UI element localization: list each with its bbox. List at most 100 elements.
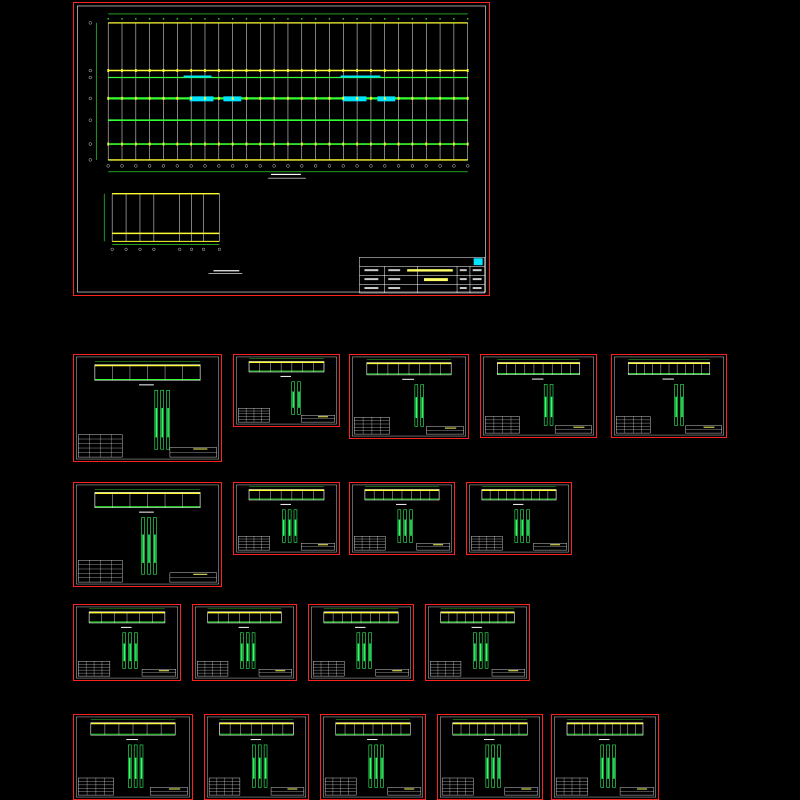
grid-axis-bubble: [244, 164, 249, 168]
section-detail: [291, 381, 295, 415]
grid-axis-bubble: [300, 164, 304, 168]
detail-sheet-drawing: [469, 484, 569, 553]
column-stub: [245, 96, 248, 100]
section-detail: [251, 632, 256, 669]
detail-sheet-drawing: [76, 716, 190, 798]
detail-sheet[interactable]: [308, 604, 414, 681]
section-detail-fill: [369, 643, 371, 662]
section-detail-fill: [253, 757, 255, 779]
section-detail-fill: [363, 643, 365, 662]
detail-sheet-drawing: [439, 716, 541, 798]
column-stub: [217, 69, 220, 73]
detail-sheet[interactable]: [233, 482, 340, 555]
inner-frame: [322, 716, 424, 798]
column-stub: [107, 142, 110, 146]
grid-axis-bubble: [106, 164, 110, 168]
inner-frame: [614, 356, 724, 436]
detail-sheet-drawing: [352, 484, 452, 553]
section-detail-fill: [155, 407, 158, 438]
row-axis-bubble: [88, 118, 92, 122]
grid-axis-bubble: [258, 164, 262, 168]
detail-sheet[interactable]: [73, 482, 222, 587]
section-detail: [166, 389, 170, 450]
detail-sheet[interactable]: [233, 354, 340, 427]
column-stub: [314, 96, 317, 100]
detail-sheet[interactable]: [73, 714, 193, 800]
title-block-name: [275, 670, 286, 672]
detail-sheet[interactable]: [320, 714, 426, 800]
beam-caption: [139, 384, 154, 386]
section-detail-fill: [154, 534, 156, 563]
detail-sheet[interactable]: [204, 714, 309, 800]
column-stub: [300, 69, 303, 73]
section-detail: [485, 744, 490, 788]
section-detail: [420, 384, 424, 427]
column-stub: [439, 142, 441, 146]
column-stub: [217, 96, 220, 100]
detail-sheet-drawing: [352, 356, 466, 437]
beam-elevation-outline: [207, 611, 282, 624]
section-detail: [293, 509, 298, 543]
detail-sheet[interactable]: [192, 604, 297, 681]
grid-top-marker: [383, 18, 386, 20]
section-detail: [297, 381, 301, 415]
grid-top-marker: [204, 18, 206, 20]
column-stub: [314, 69, 317, 73]
section-detail: [473, 632, 477, 669]
detail-sheet[interactable]: [480, 354, 597, 438]
column-stub: [259, 96, 262, 100]
detail-sheet-drawing: [236, 356, 337, 425]
column-stub: [121, 142, 123, 146]
section-detail: [368, 744, 373, 788]
main-plan-sheet[interactable]: [73, 2, 490, 296]
column-stub: [176, 96, 179, 100]
detail-sheet[interactable]: [466, 482, 572, 555]
highlight-strip: [183, 75, 212, 78]
column-stub: [300, 96, 303, 100]
section-detail-fill: [140, 757, 143, 779]
inner-frame: [483, 356, 594, 436]
secondary-caption-bar: [213, 270, 240, 272]
detail-sheet[interactable]: [73, 604, 181, 681]
grid-top-marker: [259, 18, 262, 20]
title-block-name: [404, 788, 415, 790]
detail-sheet[interactable]: [551, 714, 659, 800]
detail-sheet[interactable]: [437, 714, 543, 800]
secondary-axis-bubble: [202, 247, 206, 251]
column-stub: [466, 142, 469, 146]
section-detail-fill: [246, 643, 249, 662]
column-stub: [397, 96, 400, 100]
detail-sheet-drawing: [236, 484, 337, 553]
section-detail: [414, 384, 419, 427]
grid-top-marker: [466, 18, 469, 20]
section-detail-fill: [613, 757, 615, 779]
section-detail-fill: [515, 519, 518, 536]
grid-axis-bubble: [203, 164, 207, 168]
detail-sheet-drawing: [428, 606, 527, 679]
beam-caption: [280, 375, 291, 377]
section-detail: [134, 632, 138, 669]
detail-sheet[interactable]: [349, 482, 455, 555]
detail-sheet[interactable]: [73, 354, 222, 462]
title-block-name: [317, 416, 328, 418]
detail-sheet[interactable]: [425, 604, 530, 681]
secondary-plan-view: [103, 193, 221, 251]
detail-sheet-drawing: [76, 356, 219, 460]
column-stub: [328, 142, 331, 146]
beam-caption: [250, 739, 261, 741]
column-stub: [217, 142, 220, 146]
detail-sheet[interactable]: [611, 354, 727, 438]
column-stub: [383, 96, 386, 100]
column-stub: [148, 96, 151, 100]
section-detail-fill: [601, 757, 604, 779]
title-block-name: [444, 427, 457, 429]
section-detail-fill: [129, 643, 131, 662]
section-detail: [606, 744, 610, 788]
grid-axis-bubble: [231, 164, 235, 168]
detail-sheet[interactable]: [349, 354, 469, 439]
section-detail-fill: [161, 407, 163, 438]
section-detail: [282, 509, 286, 543]
detail-sheet-drawing: [311, 606, 411, 679]
column-stub: [397, 142, 400, 146]
